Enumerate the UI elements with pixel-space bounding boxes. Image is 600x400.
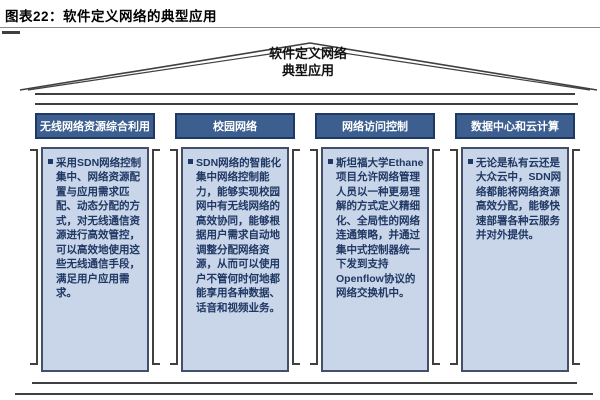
pillar-textbox: 斯坦福大学Ethane项目允许网络管理人员以一种更易理解的方式定义精细化、全局性… <box>321 147 429 372</box>
pillar-body: 采用SDN网络控制集中、网络资源配置与应用需求匹配、动态分配的方式，对无线通信资… <box>30 147 160 372</box>
column-flourish-left <box>170 149 178 365</box>
pillar-header-wireless-resources: 无线网络资源综合利用 <box>35 113 155 139</box>
pillar-header-datacenter-cloud: 数据中心和云计算 <box>455 113 575 139</box>
base-line-bottom <box>15 393 593 395</box>
pillar-wireless-resources: 无线网络资源综合利用 采用SDN网络控制集中、网络资源配置与应用需求匹配、动态分… <box>30 113 160 372</box>
pillar-body: SDN网络的智能化集中网络控制能力，能够实现校园网中有无线网络的高效协同，能够根… <box>170 147 300 372</box>
base-line-top <box>32 382 577 384</box>
bullet-square-icon <box>328 159 333 164</box>
column-flourish-left <box>450 149 458 365</box>
bullet-square-icon <box>48 159 53 164</box>
entablature-line-top <box>35 93 575 95</box>
pillar-description: SDN网络的智能化集中网络控制能力，能够实现校园网中有无线网络的高效协同，能够根… <box>196 157 282 314</box>
pillar-body: 无论是私有云还是大众云中，SDN网络都能将网络资源高效分配，能够快速部署各种云服… <box>450 147 580 372</box>
pillar-textbox: 采用SDN网络控制集中、网络资源配置与应用需求匹配、动态分配的方式，对无线通信资… <box>41 147 149 372</box>
figure-title: 图表22：软件定义网络的典型应用 <box>5 9 218 24</box>
pillar-access-control: 网络访问控制 斯坦福大学Ethane项目允许网络管理人员以一种更易理解的方式定义… <box>310 113 440 372</box>
column-flourish-left <box>30 149 38 365</box>
bullet-square-icon <box>468 159 473 164</box>
pillar-datacenter-cloud: 数据中心和云计算 无论是私有云还是大众云中，SDN网络都能将网络资源高效分配，能… <box>450 113 580 372</box>
title-divider <box>0 27 600 28</box>
roof-title-line1: 软件定义网络 <box>268 46 347 61</box>
pillars-container: 无线网络资源综合利用 采用SDN网络控制集中、网络资源配置与应用需求匹配、动态分… <box>30 113 580 372</box>
column-flourish-right <box>292 149 300 365</box>
pillar-textbox: 无论是私有云还是大众云中，SDN网络都能将网络资源高效分配，能够快速部署各种云服… <box>461 147 569 372</box>
pillar-header-campus-network: 校园网络 <box>175 113 295 139</box>
pillar-description: 斯坦福大学Ethane项目允许网络管理人员以一种更易理解的方式定义精细化、全局性… <box>336 157 424 300</box>
bullet-square-icon <box>188 159 193 164</box>
pillar-description: 采用SDN网络控制集中、网络资源配置与应用需求匹配、动态分配的方式，对无线通信资… <box>56 157 142 300</box>
pillar-header-access-control: 网络访问控制 <box>315 113 435 139</box>
pillar-body: 斯坦福大学Ethane项目允许网络管理人员以一种更易理解的方式定义精细化、全局性… <box>310 147 440 372</box>
roof-title-line2: 典型应用 <box>281 63 334 78</box>
roof-outline <box>19 42 598 91</box>
column-flourish-right <box>152 149 160 365</box>
column-flourish-right <box>432 149 440 365</box>
title-tick <box>2 31 20 34</box>
column-flourish-right <box>572 149 580 365</box>
entablature-line-bottom <box>35 103 578 105</box>
pillar-textbox: SDN网络的智能化集中网络控制能力，能够实现校园网中有无线网络的高效协同，能够根… <box>181 147 289 372</box>
pillar-description: 无论是私有云还是大众云中，SDN网络都能将网络资源高效分配，能够快速部署各种云服… <box>476 157 562 242</box>
roof-title: 软件定义网络 典型应用 <box>0 45 600 79</box>
column-flourish-left <box>310 149 318 365</box>
pillar-campus-network: 校园网络 SDN网络的智能化集中网络控制能力，能够实现校园网中有无线网络的高效协… <box>170 113 300 372</box>
